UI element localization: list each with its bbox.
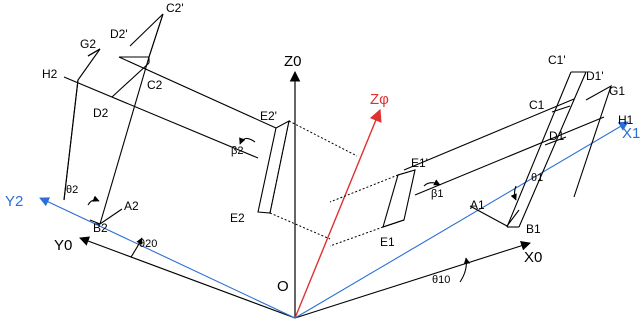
label-a2: A2 [124,199,139,213]
x0-axis [294,240,531,319]
right-beam-lower [414,116,605,196]
label-d1p: D1' [586,69,604,83]
label-x1: X1 [622,125,640,142]
y0-axis [79,236,296,319]
label-c1: C1 [529,98,545,112]
left-joint-block [257,119,290,214]
right-beam-upper [403,98,575,171]
left-beam-upper [118,56,277,129]
label-c2p: C2' [166,1,184,15]
right-joint-block [382,169,416,228]
label-beta1: β1 [431,188,443,200]
label-beta2: β2 [231,145,243,157]
label-b1: B1 [526,222,541,236]
right-linkage [382,71,612,283]
label-d2p: D2' [110,27,128,41]
zphi-axis [294,108,382,319]
label-e1p: E1' [411,156,428,170]
label-h1: H1 [618,113,634,127]
label-b2: B2 [93,221,108,235]
label-x0: X0 [524,249,542,266]
label-c2: C2 [147,78,163,92]
label-h2: H2 [42,67,58,81]
left-beam-lower [63,76,259,159]
label-theta1: θ1 [531,172,543,184]
label-theta20: θ20 [139,238,157,250]
label-g1: G1 [609,84,625,98]
y2-axis [39,197,296,319]
label-e2p: E2' [260,109,277,123]
label-d2: D2 [93,106,109,120]
label-e1: E1 [380,235,395,249]
right-diagonal-g1 [573,84,612,198]
label-theta2: θ2 [66,184,78,196]
label-theta10: θ10 [432,274,450,286]
label-d1: D1 [549,129,565,143]
left-diagonal-g2 [63,48,101,201]
left-linkage [63,13,290,258]
left-a2-b2 [89,208,123,225]
label-y2: Y2 [5,193,23,210]
label-z0: Z0 [284,53,302,70]
left-diagonal-c2-a2 [99,56,150,225]
right-a1-b1 [469,205,520,227]
label-c1p: C1' [548,53,566,67]
label-zphi: Zφ [370,91,389,108]
label-e2: E2 [230,211,245,225]
label-g2: G2 [80,37,96,51]
label-a1: A1 [470,198,485,212]
right-diagonal-c1-b1 [518,71,587,228]
label-y0: Y0 [54,237,72,254]
x1-axis [294,121,629,319]
label-origin: O [277,278,289,295]
projection-lines [269,120,416,247]
